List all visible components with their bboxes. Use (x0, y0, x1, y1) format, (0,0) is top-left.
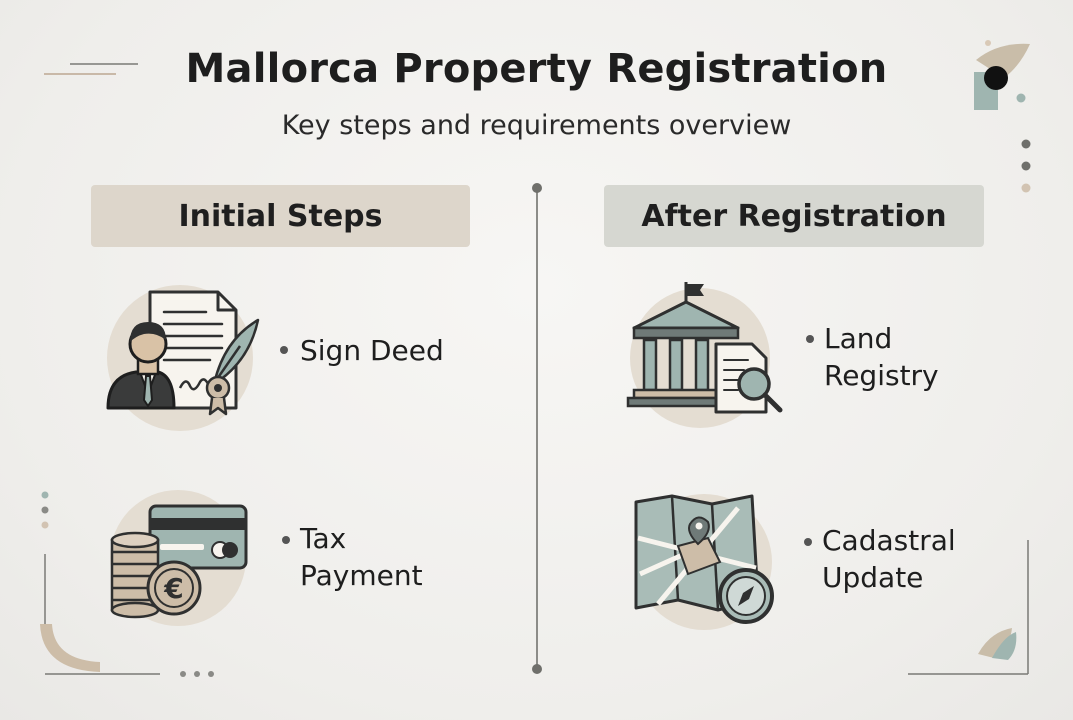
signed-deed-icon (106, 285, 260, 431)
land-registry-label: Land Registry (824, 320, 939, 394)
bottom-left-decorative-shapes (40, 491, 214, 677)
bullet (280, 346, 288, 354)
label-line: Payment (300, 559, 423, 592)
label-line: Tax (300, 522, 347, 555)
top-right-decorative-shapes (974, 40, 1031, 193)
bullet (804, 538, 812, 546)
column-divider (536, 188, 538, 670)
cadastral-map-icon (634, 494, 774, 630)
tax-payment-icon: € (110, 490, 248, 626)
label-line: Cadastral (822, 524, 956, 557)
sign-deed-label: Sign Deed (300, 332, 444, 369)
page-title: Mallorca Property Registration (185, 46, 888, 92)
cadastral-update-label: Cadastral Update (822, 522, 956, 596)
top-left-decorative-lines (44, 63, 138, 75)
bullet (806, 335, 814, 343)
initial-steps-header-label: Initial Steps (178, 198, 383, 234)
tax-payment-label: Tax Payment (300, 520, 423, 594)
initial-steps-header: Initial Steps (91, 185, 470, 247)
divider-top-dot (532, 183, 542, 193)
bullet (282, 536, 290, 544)
label-line: Land (824, 322, 893, 355)
label-line: Registry (824, 359, 939, 392)
after-registration-header-label: After Registration (641, 198, 947, 234)
bottom-right-decorative-shapes (908, 540, 1029, 675)
divider-bottom-dot (532, 664, 542, 674)
after-registration-header: After Registration (604, 185, 984, 247)
label-line: Update (822, 561, 924, 594)
label-line: Sign Deed (300, 334, 444, 367)
page-subtitle: Key steps and requirements overview (281, 110, 792, 141)
land-registry-icon (626, 282, 783, 428)
svg-text:€: € (163, 572, 183, 605)
